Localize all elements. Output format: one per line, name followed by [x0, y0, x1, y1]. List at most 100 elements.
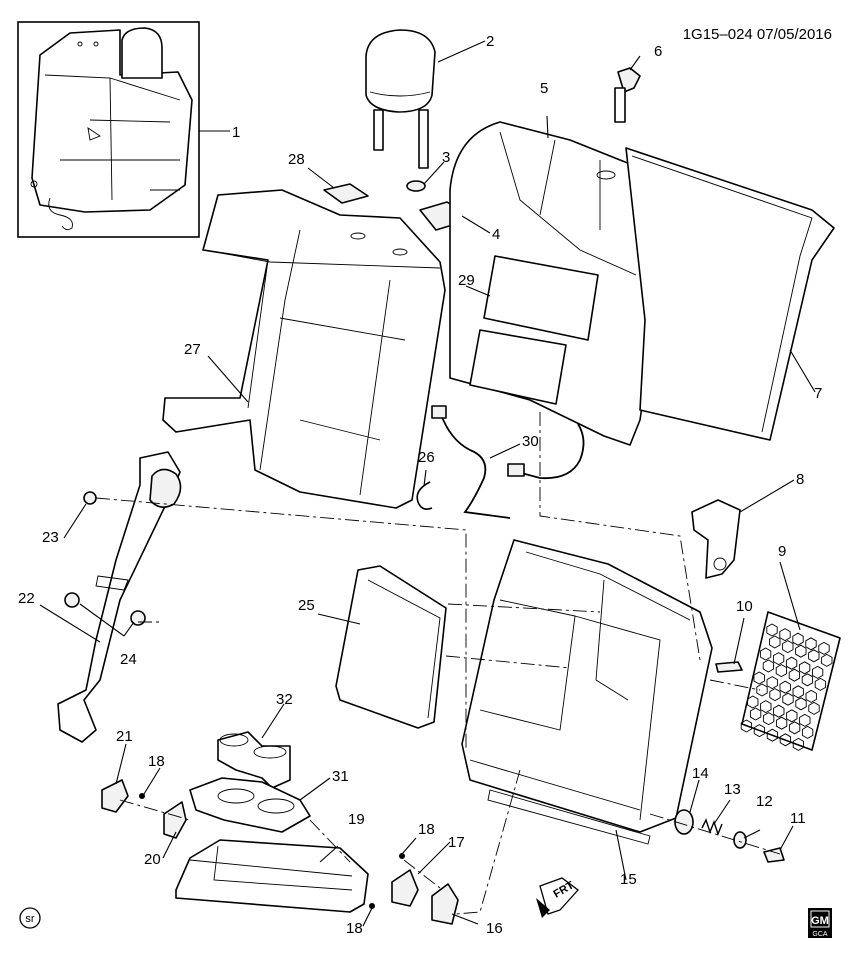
- callout-22: 22: [18, 590, 35, 607]
- inset-seat-assembly: [17, 21, 200, 238]
- callout-23: 23: [42, 529, 59, 546]
- sr-mark: sr: [19, 907, 41, 929]
- callout-5: 5: [540, 80, 548, 97]
- callout-11: 11: [790, 810, 806, 827]
- honeycomb-cell: [785, 656, 798, 670]
- callout-31: 31: [332, 768, 349, 785]
- honeycomb-cell: [801, 673, 814, 687]
- honeycomb-cell: [759, 647, 772, 661]
- seat-back-frame: [461, 539, 713, 845]
- armrest: [175, 839, 369, 913]
- callout-25: 25: [298, 597, 315, 614]
- callout-18a: 18: [148, 753, 165, 770]
- honeycomb-cell: [799, 713, 811, 727]
- headrest-guide-cap-28: [323, 183, 369, 204]
- callout-29: 29: [458, 272, 475, 289]
- honeycomb-cell: [788, 721, 801, 735]
- bolt-10: [715, 661, 743, 673]
- callout-26: 26: [418, 449, 435, 466]
- seat-back-insulators: [469, 255, 599, 405]
- honeycomb-cell: [766, 728, 779, 742]
- honeycomb-cell: [753, 724, 766, 738]
- honeycomb-cell: [766, 623, 778, 637]
- callout-3: 3: [442, 149, 450, 166]
- honeycomb-cell: [798, 661, 811, 675]
- callout-28: 28: [288, 151, 305, 168]
- callout-10: 10: [736, 598, 753, 615]
- honeycomb-cell: [779, 628, 791, 642]
- bolt-11: [763, 847, 785, 863]
- callout-16: 16: [486, 920, 503, 937]
- honeycomb-cell: [788, 668, 801, 682]
- front-arrow: FRT: [536, 877, 579, 918]
- armrest-bracket-21: [101, 779, 129, 813]
- honeycomb-cell: [792, 632, 804, 646]
- armrest-bracket-20: [163, 801, 187, 839]
- seat-belt: [57, 451, 182, 743]
- honeycomb-cell: [808, 649, 820, 663]
- honeycomb-cell: [805, 637, 817, 651]
- honeycomb-cell: [792, 737, 805, 751]
- callout-18b: 18: [418, 821, 435, 838]
- clip: [416, 481, 433, 510]
- honeycomb-cell: [762, 659, 775, 673]
- honeycomb-cell: [786, 709, 798, 723]
- callout-labels: 1 2 3 4 5 6 7 8 9 10 11 12 13 14 15 16 1…: [18, 33, 822, 937]
- headrest-guide: [406, 180, 426, 192]
- cupholder-tray: [189, 777, 311, 833]
- honeycomb-cell: [769, 635, 781, 649]
- honeycomb-cell: [795, 697, 807, 711]
- honeycomb-cell: [740, 719, 753, 733]
- latch-bracket: [691, 499, 741, 579]
- honeycomb-cell: [779, 680, 791, 694]
- seat-back-cover: [162, 189, 446, 509]
- callout-30: 30: [522, 433, 539, 450]
- honeycomb-cell: [762, 712, 775, 726]
- callout-14: 14: [692, 765, 709, 782]
- cap-24b: [130, 610, 146, 626]
- trim-panel: [335, 565, 447, 729]
- callout-18c: 18: [346, 920, 363, 937]
- headrest-adjuster: [614, 67, 641, 123]
- honeycomb-cell: [814, 677, 827, 691]
- diagram-code: 1G15–024 07/05/2016: [683, 26, 832, 43]
- honeycomb-cell: [756, 683, 768, 697]
- callout-15: 15: [620, 871, 637, 888]
- callout-12: 12: [756, 793, 773, 810]
- screw-18b: [399, 853, 405, 859]
- bolt-23: [83, 491, 97, 505]
- callout-9: 9: [778, 543, 786, 560]
- honeycomb-cell: [779, 733, 792, 747]
- honeycomb-cell: [747, 695, 759, 709]
- callout-4: 4: [492, 226, 500, 243]
- honeycomb-cell: [818, 641, 830, 655]
- cupholder-insert: [217, 731, 291, 789]
- honeycomb-cell: [772, 652, 785, 666]
- leader-lines: [39, 40, 816, 927]
- callout-32: 32: [276, 691, 293, 708]
- honeycomb-cell: [782, 640, 794, 654]
- cap-24a: [64, 592, 80, 608]
- callout-20: 20: [144, 851, 161, 868]
- honeycomb-cell: [760, 700, 772, 714]
- honeycomb-cell: [775, 664, 788, 678]
- honeycomb-cell: [773, 704, 785, 718]
- gm-logo-subtext: GCA: [812, 931, 828, 938]
- honeycomb-cell: [801, 725, 814, 739]
- honeycomb-cell: [753, 671, 765, 685]
- washer: [733, 831, 747, 849]
- callout-17: 17: [448, 834, 465, 851]
- callout-21: 21: [116, 728, 133, 745]
- callout-8: 8: [796, 471, 804, 488]
- screw-18c: [369, 903, 375, 909]
- armrest-bracket-16: [431, 883, 459, 925]
- spring: [701, 818, 723, 837]
- callout-27: 27: [184, 341, 201, 358]
- honeycomb-cell: [775, 716, 788, 730]
- honeycomb-cell: [766, 676, 778, 690]
- seat-back-panel: [625, 147, 835, 441]
- honeycomb-cell: [811, 665, 824, 679]
- honeycomb-cell: [749, 707, 762, 721]
- callout-7: 7: [814, 385, 822, 402]
